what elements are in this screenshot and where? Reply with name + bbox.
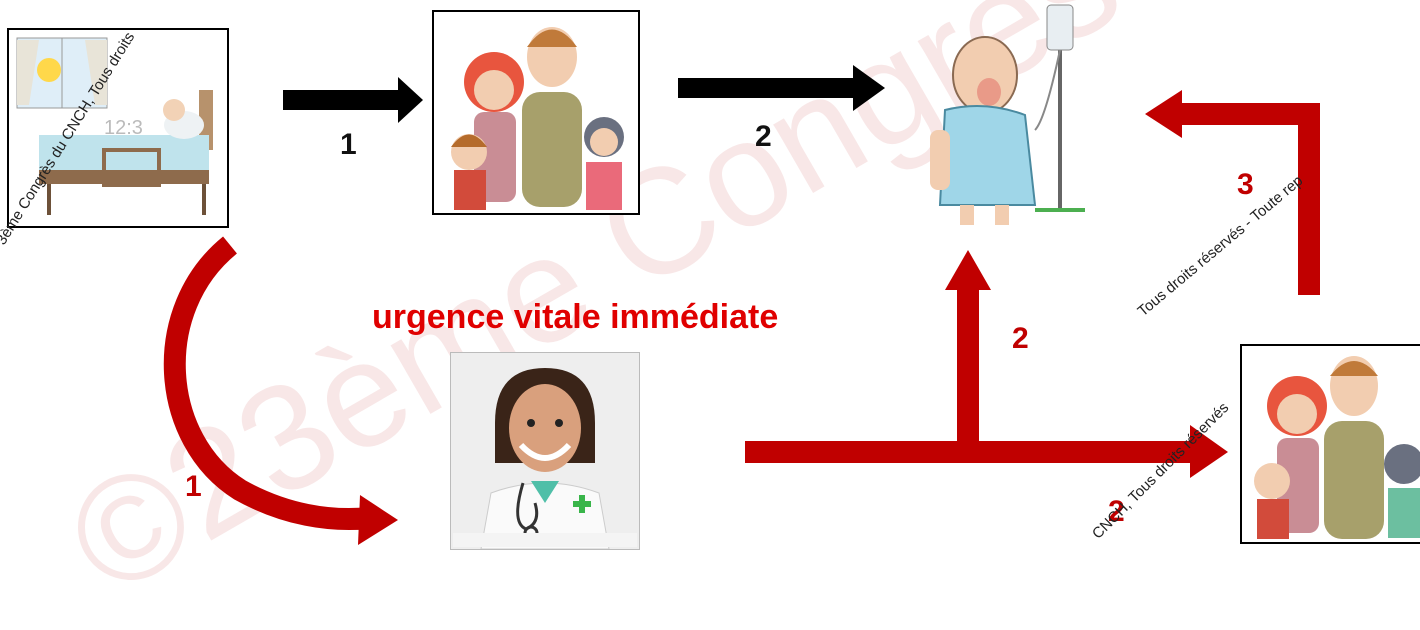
patient-in-bed-icon: 12:3 xyxy=(16,37,213,215)
family-icon xyxy=(451,27,624,210)
doctor-icon xyxy=(453,368,637,550)
red-horizontal-arrow xyxy=(745,425,1228,478)
red-step-label-up: 2 xyxy=(1012,322,1029,355)
hospital-patient-panel xyxy=(925,0,1095,230)
svg-text:12:3: 12:3 xyxy=(104,117,143,139)
red-step-label-right: 2 xyxy=(1108,495,1125,528)
patient-in-bed-panel: 12:3 xyxy=(7,28,229,228)
step-label-2: 2 xyxy=(755,120,772,153)
black-arrow-1 xyxy=(283,77,423,123)
black-arrow-2 xyxy=(678,65,885,111)
hospital-patient-icon xyxy=(930,4,1085,225)
family-panel xyxy=(432,10,640,215)
red-curved-arrow xyxy=(163,236,398,545)
step-label-1: 1 xyxy=(340,128,357,161)
red-step-label-return: 3 xyxy=(1237,168,1254,201)
doctor-panel xyxy=(450,352,640,550)
red-up-arrow xyxy=(945,250,991,445)
family-bottom-panel xyxy=(1240,344,1420,544)
family-bottom-icon xyxy=(1254,356,1420,539)
arrows-layer xyxy=(163,65,1320,545)
red-step-label-curve: 1 xyxy=(185,470,202,503)
urgence-title: urgence vitale immédiate xyxy=(372,298,779,336)
red-return-arrow xyxy=(1145,90,1320,295)
